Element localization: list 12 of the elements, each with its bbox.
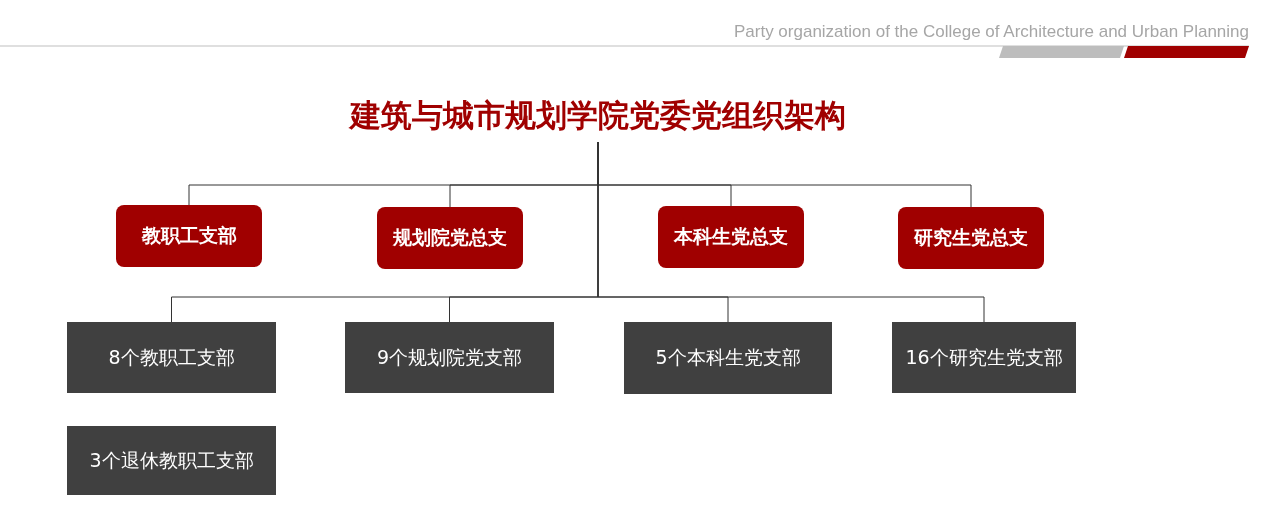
branch-box: 本科生党总支 — [658, 206, 804, 268]
branch-box: 教职工支部 — [116, 205, 262, 267]
title-text: 建筑与城市规划学院党委党组织架构 — [290, 90, 906, 142]
unit-box: 8个教职工支部 — [67, 322, 276, 393]
branch-box: 研究生党总支 — [898, 207, 1044, 269]
unit-box: 9个规划院党支部 — [345, 322, 554, 393]
branch-box: 规划院党总支 — [377, 207, 523, 269]
connector-line — [597, 141, 985, 323]
header-text: Party organization of the College of Architecture and Urban Planning — [733, 22, 1249, 42]
unit-box: 16个研究生党支部 — [892, 322, 1076, 393]
unit-box: 5个本科生党支部 — [624, 322, 832, 394]
unit-box: 3个退休教职工支部 — [67, 426, 276, 495]
